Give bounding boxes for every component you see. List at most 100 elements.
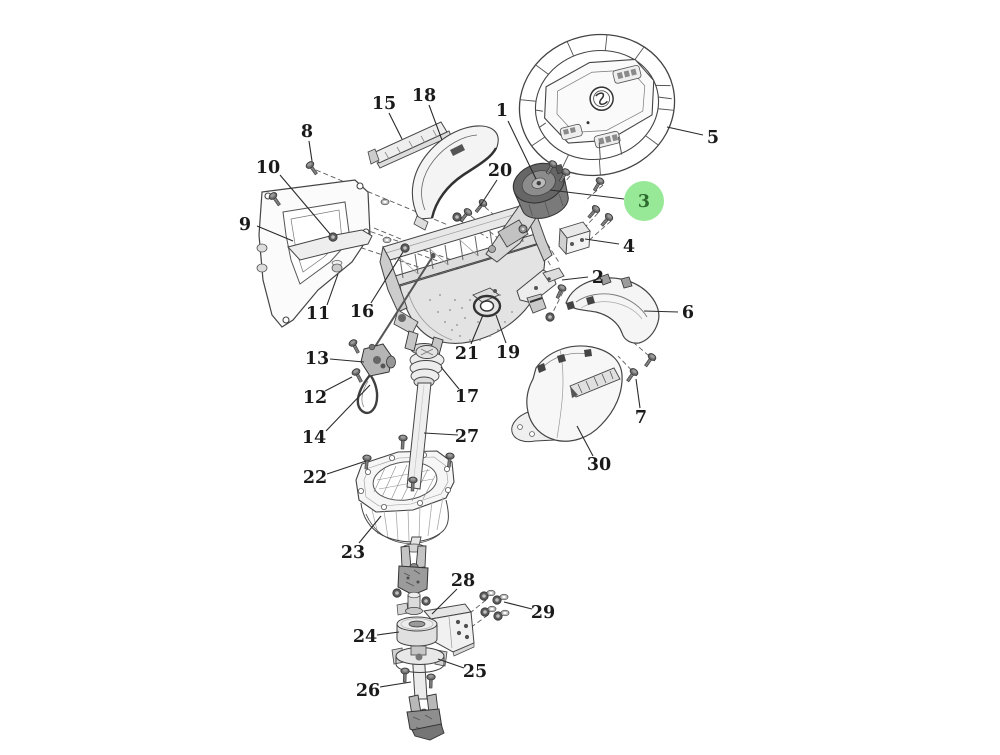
highlight-circle — [624, 181, 664, 221]
callout-14: 14 — [302, 428, 326, 448]
steering-wheel — [518, 33, 676, 177]
tilt-lever-assembly — [356, 253, 436, 415]
leader-line-28 — [431, 588, 458, 615]
leader-line-3 — [549, 189, 625, 200]
mount-bracket-4 — [558, 221, 591, 256]
lower-shroud — [511, 345, 623, 443]
callout-8: 8 — [301, 122, 313, 142]
floor-seal-housing — [355, 450, 455, 544]
callout-3: 3 — [638, 192, 650, 212]
bolt-icon — [397, 434, 408, 450]
callout-26: 26 — [356, 681, 380, 701]
leader-line-16 — [370, 251, 404, 304]
washer-icon — [486, 589, 496, 597]
support-bracket-2 — [516, 267, 565, 314]
nut-icon — [400, 243, 410, 253]
left-mounting-plate — [256, 179, 373, 328]
callout-13: 13 — [305, 349, 329, 369]
bearing-housing — [396, 616, 438, 647]
washer-icon — [487, 605, 497, 613]
callout-7: 7 — [635, 408, 647, 428]
leader-line-30 — [576, 425, 594, 457]
callout-25: 25 — [463, 662, 487, 682]
callout-19: 19 — [496, 343, 520, 363]
bolt-icon — [590, 175, 606, 194]
callout-4: 4 — [623, 237, 635, 257]
bolt-icon — [399, 667, 410, 683]
callout-10: 10 — [256, 158, 280, 178]
callout-24: 24 — [353, 627, 377, 647]
leader-line-2 — [561, 276, 589, 281]
callout-21: 21 — [455, 344, 479, 364]
washer-icon — [500, 609, 510, 617]
nut-icon — [328, 232, 338, 242]
bolt-icon — [585, 203, 602, 221]
callout-18: 18 — [412, 86, 436, 106]
callout-16: 16 — [350, 302, 374, 322]
leader-line-1 — [507, 120, 537, 180]
leader-line-23 — [358, 515, 382, 544]
nut-icon — [545, 312, 555, 322]
leader-line-22 — [326, 460, 367, 475]
bolt-icon — [623, 366, 640, 384]
callout-layer: 1234567891011121314151617181920212223242… — [239, 86, 719, 701]
washer-icon — [499, 593, 509, 601]
callout-20: 20 — [488, 161, 512, 181]
callout-6: 6 — [682, 303, 694, 323]
callout-15: 15 — [372, 94, 396, 114]
leader-line-20 — [479, 179, 498, 207]
leader-line-5 — [666, 126, 704, 136]
nut-icon — [392, 588, 402, 598]
callout-17: 17 — [455, 387, 479, 407]
callout-23: 23 — [341, 543, 365, 563]
washer-icon — [380, 198, 390, 206]
leader-line-9 — [256, 225, 294, 242]
upper-shroud — [565, 273, 660, 344]
column-bracket-assembly — [379, 201, 553, 344]
callout-30: 30 — [587, 455, 611, 475]
bolt-icon — [347, 337, 363, 356]
bolt-icon — [553, 283, 568, 301]
leader-line-10 — [279, 174, 331, 235]
coupling-ring — [472, 287, 502, 318]
leader-line-14 — [325, 384, 371, 432]
leader-line-17 — [440, 366, 460, 390]
shaft-clamp — [391, 645, 448, 674]
leader-line-27 — [423, 432, 459, 436]
callout-9: 9 — [239, 215, 251, 235]
leader-line-29 — [503, 601, 533, 610]
leader-line-19 — [495, 314, 507, 344]
leader-line-26 — [379, 681, 412, 688]
callout-1: 1 — [496, 101, 508, 121]
clock-spring — [512, 162, 569, 219]
callout-28: 28 — [451, 571, 475, 591]
steering-shaft-boot — [409, 345, 445, 388]
callout-12: 12 — [303, 388, 327, 408]
leader-line-13 — [329, 358, 365, 363]
wheel-spokes — [535, 84, 672, 160]
callout-11: 11 — [306, 304, 330, 324]
nut-icon — [421, 596, 431, 606]
leader-line-4 — [584, 238, 620, 245]
wheel-button-pods — [559, 65, 642, 149]
bolt-icon — [350, 366, 366, 385]
washer-icon — [382, 236, 392, 244]
rim-segment-ticks — [520, 34, 674, 175]
nut-washer-set — [479, 589, 510, 621]
lower-universal-joint — [406, 693, 445, 741]
upper-universal-joint — [396, 543, 429, 616]
lower-support-bracket — [423, 603, 475, 657]
brand-emblem-icon — [589, 86, 614, 111]
nut-icon — [452, 212, 462, 222]
leader-line-15 — [388, 112, 403, 140]
bolt-icon — [425, 673, 436, 689]
leader-line-18 — [428, 104, 443, 141]
callout-22: 22 — [303, 468, 327, 488]
callout-5: 5 — [707, 128, 719, 148]
callout-27: 27 — [455, 427, 479, 447]
callout-2: 2 — [592, 268, 604, 288]
upper-column-cover — [411, 125, 499, 231]
bolt-icon — [304, 159, 321, 177]
leader-line-12 — [324, 376, 353, 392]
leader-line-6 — [643, 310, 679, 313]
